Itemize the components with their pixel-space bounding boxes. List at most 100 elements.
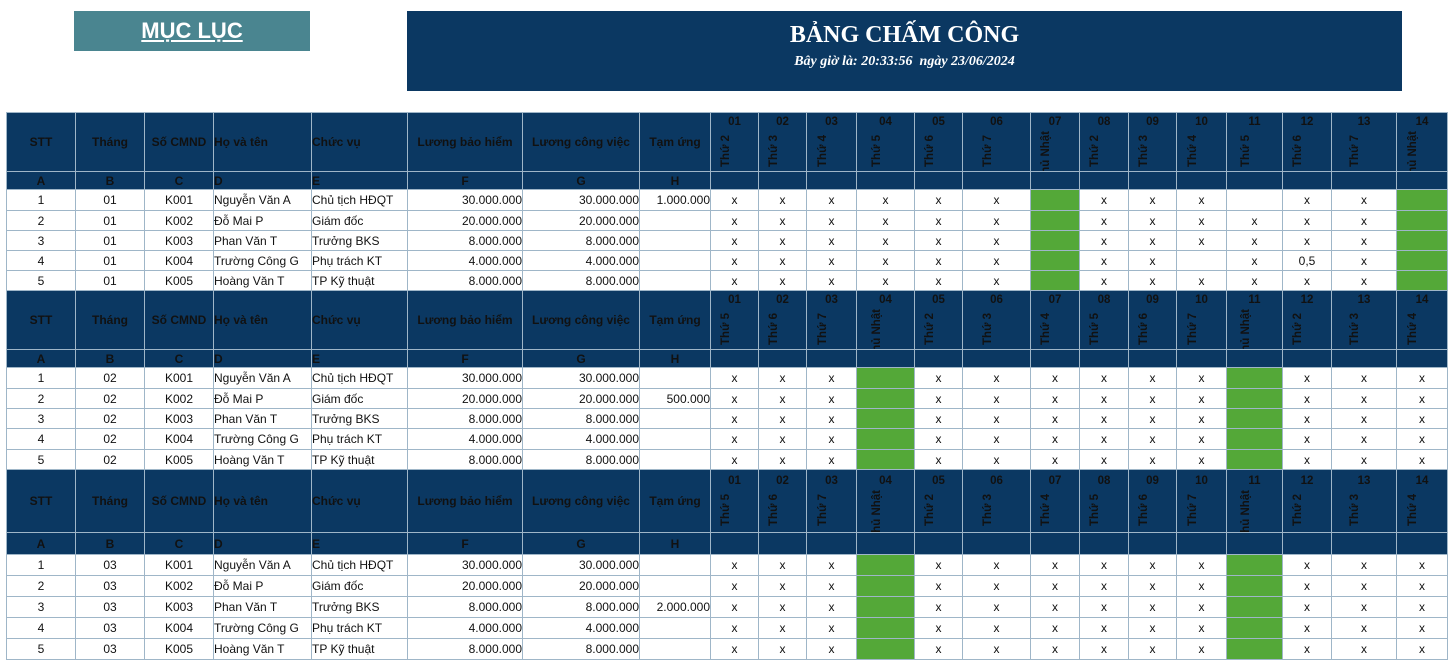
attendance-cell[interactable]: x: [856, 230, 915, 251]
attendance-cell[interactable]: x: [806, 270, 857, 291]
stt-cell[interactable]: 3: [6, 230, 76, 251]
attendance-cell[interactable]: x: [1079, 250, 1129, 271]
month-cell[interactable]: 01: [75, 230, 145, 251]
work-salary-cell[interactable]: 8.000.000: [522, 596, 640, 618]
column-letter[interactable]: B: [75, 532, 145, 555]
attendance-cell[interactable]: x: [962, 230, 1031, 251]
employee-id-cell[interactable]: K005: [144, 270, 214, 291]
attendance-cell[interactable]: x: [710, 575, 759, 597]
attendance-cell[interactable]: x: [962, 638, 1031, 660]
attendance-cell[interactable]: x: [710, 596, 759, 618]
blank-header-cell[interactable]: [710, 171, 759, 190]
attendance-cell[interactable]: x: [962, 388, 1031, 409]
attendance-cell[interactable]: [856, 617, 915, 639]
work-salary-cell[interactable]: 20.000.000: [522, 575, 640, 597]
position-cell[interactable]: TP Kỹ thuật: [311, 638, 408, 660]
attendance-cell[interactable]: x: [758, 250, 807, 271]
work-salary-cell[interactable]: 4.000.000: [522, 428, 640, 450]
attendance-cell[interactable]: x: [1128, 428, 1177, 450]
attendance-cell[interactable]: x: [1331, 554, 1397, 576]
attendance-cell[interactable]: [1226, 638, 1283, 660]
employee-id-cell[interactable]: K004: [144, 617, 214, 639]
attendance-cell[interactable]: x: [806, 408, 857, 429]
stt-cell[interactable]: 5: [6, 638, 76, 660]
attendance-cell[interactable]: x: [1176, 575, 1227, 597]
attendance-cell[interactable]: x: [710, 230, 759, 251]
attendance-cell[interactable]: x: [1331, 270, 1397, 291]
blank-header-cell[interactable]: [1331, 532, 1397, 555]
attendance-cell[interactable]: x: [1282, 617, 1332, 639]
column-letter[interactable]: G: [522, 349, 640, 368]
attendance-cell[interactable]: [856, 367, 915, 389]
month-cell[interactable]: 03: [75, 596, 145, 618]
insurance-salary-cell[interactable]: 8.000.000: [407, 449, 523, 470]
toc-button[interactable]: MỤC LỤC: [74, 11, 310, 51]
attendance-cell[interactable]: x: [1396, 408, 1448, 429]
attendance-cell[interactable]: x: [1396, 638, 1448, 660]
advance-cell[interactable]: [639, 250, 711, 271]
insurance-salary-cell[interactable]: 20.000.000: [407, 575, 523, 597]
blank-header-cell[interactable]: [1030, 349, 1080, 368]
attendance-cell[interactable]: x: [710, 617, 759, 639]
blank-header-cell[interactable]: [758, 349, 807, 368]
month-cell[interactable]: 01: [75, 270, 145, 291]
employee-id-cell[interactable]: K003: [144, 596, 214, 618]
attendance-cell[interactable]: x: [914, 428, 963, 450]
column-header[interactable]: Chức vụ: [311, 469, 408, 533]
attendance-cell[interactable]: x: [856, 270, 915, 291]
attendance-cell[interactable]: [856, 638, 915, 660]
position-cell[interactable]: Giám đốc: [311, 388, 408, 409]
employee-name-cell[interactable]: Hoàng Văn T: [213, 449, 312, 470]
work-salary-cell[interactable]: 8.000.000: [522, 230, 640, 251]
month-cell[interactable]: 02: [75, 367, 145, 389]
blank-header-cell[interactable]: [914, 171, 963, 190]
attendance-cell[interactable]: x: [1282, 554, 1332, 576]
attendance-cell[interactable]: x: [758, 230, 807, 251]
work-salary-cell[interactable]: 30.000.000: [522, 554, 640, 576]
month-cell[interactable]: 02: [75, 449, 145, 470]
attendance-cell[interactable]: x: [962, 596, 1031, 618]
blank-header-cell[interactable]: [1396, 532, 1448, 555]
advance-cell[interactable]: [639, 408, 711, 429]
insurance-salary-cell[interactable]: 30.000.000: [407, 367, 523, 389]
attendance-cell[interactable]: x: [1331, 596, 1397, 618]
attendance-cell[interactable]: [1030, 230, 1080, 251]
advance-cell[interactable]: [639, 210, 711, 231]
attendance-cell[interactable]: x: [1079, 388, 1129, 409]
work-salary-cell[interactable]: 8.000.000: [522, 449, 640, 470]
attendance-cell[interactable]: x: [1128, 638, 1177, 660]
blank-header-cell[interactable]: [1396, 349, 1448, 368]
attendance-cell[interactable]: x: [1079, 449, 1129, 470]
employee-name-cell[interactable]: Đỗ Mai P: [213, 210, 312, 231]
attendance-cell[interactable]: x: [1331, 428, 1397, 450]
advance-cell[interactable]: [639, 575, 711, 597]
attendance-cell[interactable]: x: [758, 210, 807, 231]
attendance-cell[interactable]: x: [1079, 638, 1129, 660]
insurance-salary-cell[interactable]: 4.000.000: [407, 250, 523, 271]
column-letter[interactable]: A: [6, 532, 76, 555]
advance-cell[interactable]: [639, 449, 711, 470]
attendance-cell[interactable]: x: [710, 189, 759, 211]
attendance-cell[interactable]: x: [914, 638, 963, 660]
column-header[interactable]: Lương công việc: [522, 112, 640, 172]
attendance-cell[interactable]: x: [806, 388, 857, 409]
blank-header-cell[interactable]: [1128, 532, 1177, 555]
position-cell[interactable]: Trưởng BKS: [311, 230, 408, 251]
attendance-cell[interactable]: x: [914, 554, 963, 576]
attendance-cell[interactable]: [856, 408, 915, 429]
attendance-cell[interactable]: x: [1128, 230, 1177, 251]
attendance-cell[interactable]: x: [710, 270, 759, 291]
blank-header-cell[interactable]: [1176, 349, 1227, 368]
advance-cell[interactable]: [639, 638, 711, 660]
column-letter[interactable]: H: [639, 349, 711, 368]
